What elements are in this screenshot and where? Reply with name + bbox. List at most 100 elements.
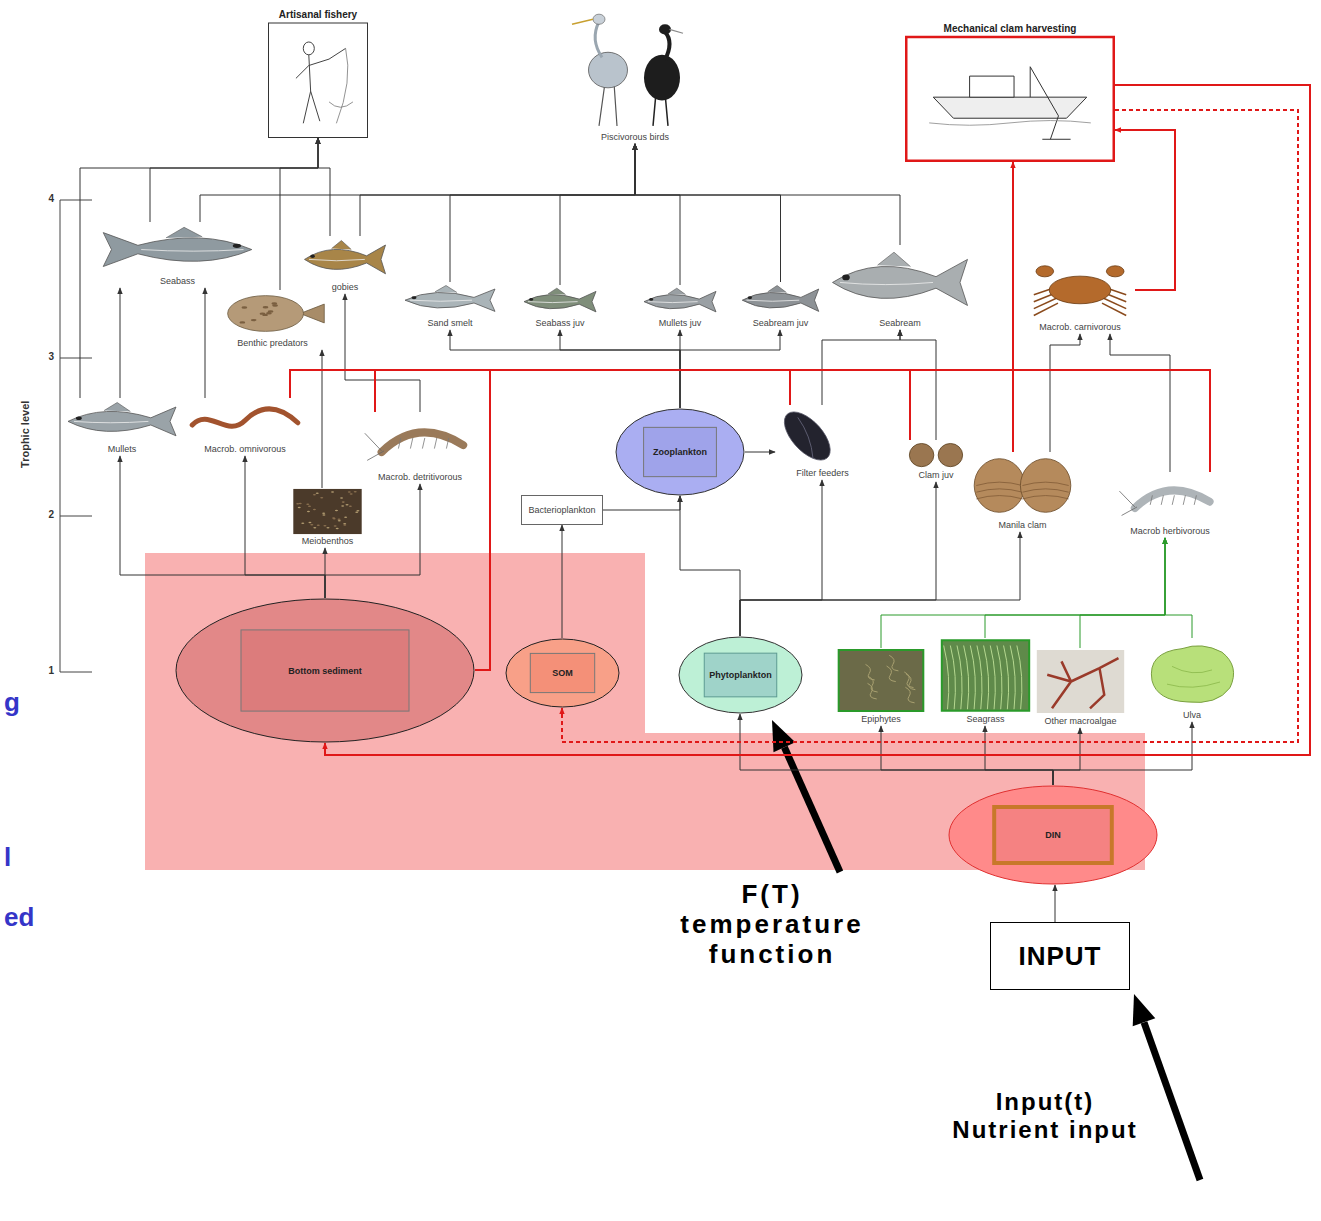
forcing-arrowhead	[772, 720, 795, 752]
food-link	[1055, 885, 1056, 922]
drawing-path	[1023, 489, 1069, 492]
drawing-path	[305, 245, 386, 274]
producer-node: Seagrass	[938, 638, 1033, 726]
drawing-line	[434, 438, 436, 449]
node-label: Mullets	[108, 443, 137, 455]
node-label: Seabream	[879, 317, 921, 329]
axis-tick	[60, 672, 92, 673]
drawing-circle	[322, 512, 325, 514]
drawing-path	[990, 646, 995, 710]
drawing-circle	[335, 510, 338, 512]
species-node: Macrob. carnivorous	[1025, 252, 1135, 334]
slide-fragment: l	[4, 843, 11, 873]
drawing-path	[599, 83, 617, 126]
drawing-path	[329, 48, 353, 123]
drawing-path	[840, 282, 933, 284]
drawing-line	[670, 29, 684, 33]
drawing-g	[192, 409, 298, 426]
drawing-g	[524, 288, 596, 312]
drawing-ellipse	[412, 296, 417, 299]
drawing-rect	[942, 640, 1029, 711]
drawing-path	[798, 417, 813, 458]
nutrient-region	[145, 553, 1145, 870]
node-label: Mechanical clam harvesting	[944, 22, 1077, 35]
drawing-line	[1150, 495, 1152, 505]
drawing-g	[644, 288, 716, 312]
species-picture	[1025, 252, 1135, 321]
drawing-path	[933, 97, 1087, 118]
food-link	[150, 138, 318, 222]
drawing-path	[332, 241, 352, 250]
node-label: Piscivorous birds	[601, 131, 669, 143]
plankton-ellipse: Zooplankton	[615, 408, 745, 496]
food-link	[80, 138, 318, 398]
drawing-line	[1161, 495, 1163, 505]
grazing-link	[1165, 538, 1192, 638]
food-link	[1053, 728, 1080, 785]
drawing-path	[141, 250, 243, 252]
food-link	[740, 714, 1053, 785]
food-link	[900, 330, 936, 440]
drawing-path	[929, 121, 1091, 126]
harvest-link	[1115, 130, 1175, 290]
drawing-path	[1023, 496, 1069, 499]
drawing-path	[528, 301, 578, 303]
drawing-path	[405, 289, 495, 311]
drawing-g	[833, 252, 968, 305]
node-label: Clam juv	[918, 469, 953, 481]
drawing-circle	[308, 506, 311, 508]
drawing-circle	[344, 517, 347, 519]
drawing-ellipse	[1049, 276, 1111, 304]
drawing-circle	[316, 492, 319, 494]
species-node: Filter feeders	[775, 405, 870, 480]
species-node: gobies	[300, 236, 390, 294]
drawing-path	[296, 48, 346, 123]
species-picture	[835, 648, 927, 713]
food-link	[635, 144, 900, 245]
drawing-path	[668, 288, 686, 294]
food-link	[603, 496, 680, 510]
species-node: Seabream	[825, 245, 975, 330]
drawing-path	[970, 646, 975, 710]
node-label: Zooplankton	[653, 446, 707, 458]
harvest-link	[562, 110, 1298, 742]
harvest-link	[475, 162, 1013, 670]
activity-picture	[905, 22, 1115, 162]
drawing-circle	[1036, 266, 1054, 277]
food-link	[635, 144, 680, 285]
food-link	[560, 144, 635, 285]
drawing-line	[410, 438, 412, 449]
predator-node: Piscivorous birds	[560, 4, 710, 144]
species-node: Seabass	[95, 222, 260, 288]
node-label: Meiobenthos	[302, 535, 354, 547]
drawing-circle	[355, 512, 358, 514]
drawing-circle	[266, 312, 272, 314]
slide-fragment: ed	[4, 903, 34, 933]
drawing-circle	[333, 518, 336, 520]
harvest-link	[375, 162, 1013, 412]
species-picture	[520, 285, 600, 317]
drawing-circle	[1106, 266, 1124, 277]
drawing-path	[887, 666, 896, 682]
input-box: INPUT	[990, 922, 1130, 990]
drawing-path	[878, 252, 911, 266]
node-label: Macrob. omnivorous	[204, 443, 286, 455]
drawing-ellipse	[529, 298, 533, 301]
drawing-line	[446, 438, 448, 449]
drawing-circle	[272, 304, 278, 306]
drawing-path	[435, 286, 457, 293]
drawing-ellipse	[775, 408, 840, 465]
drawing-g	[1151, 646, 1233, 703]
food-link	[318, 138, 330, 236]
drawing-line	[1102, 298, 1126, 309]
drawing-circle	[239, 321, 245, 323]
axis-tick	[60, 200, 92, 201]
drawing-path	[524, 291, 596, 311]
axis-tick	[60, 516, 92, 517]
drawing-g	[305, 241, 386, 274]
food-link	[1050, 334, 1080, 452]
node-label: Other macroalgae	[1044, 715, 1116, 727]
food-link	[345, 294, 420, 412]
drawing-ellipse	[228, 296, 304, 332]
species-picture	[360, 412, 480, 471]
